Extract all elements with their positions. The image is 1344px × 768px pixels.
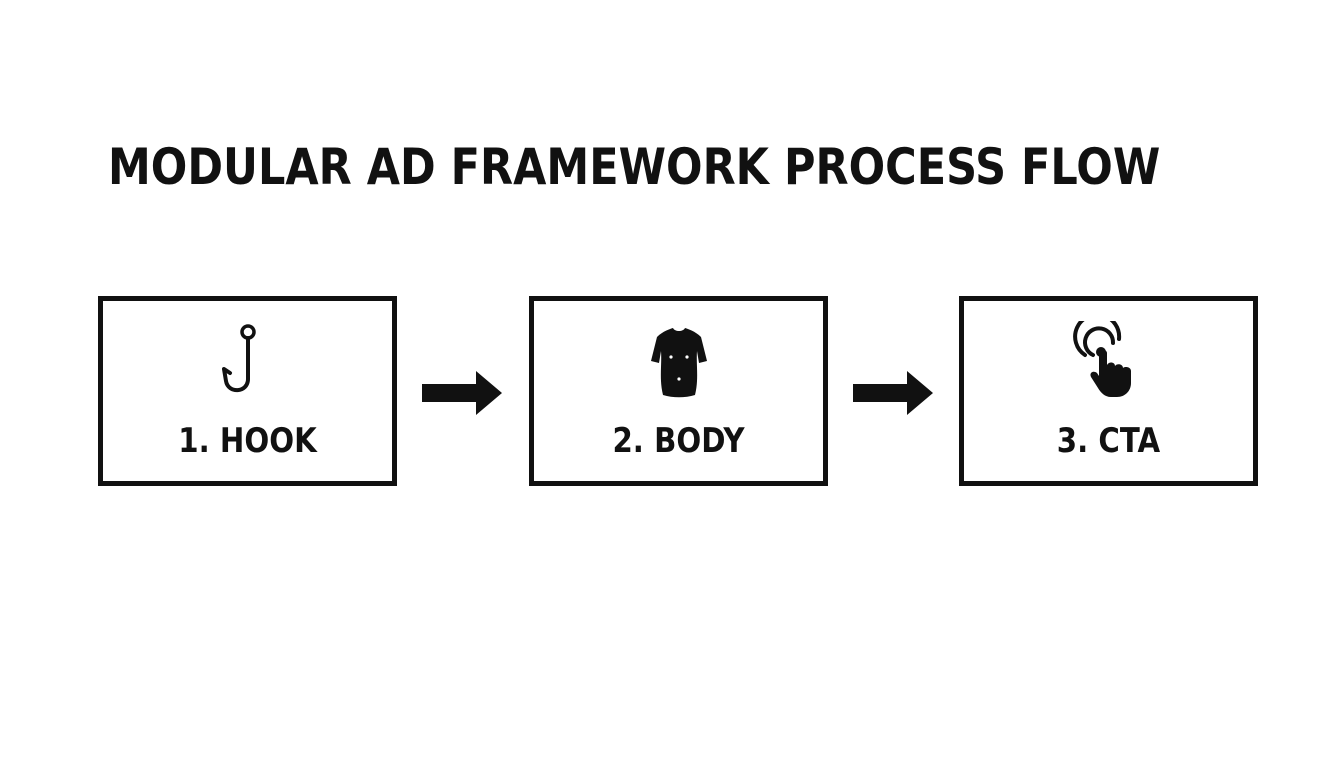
step-body-label: 2. BODY — [612, 421, 745, 461]
step-hook-box: 1. HOOK — [98, 296, 397, 486]
diagram-title: MODULAR AD FRAMEWORK PROCESS FLOW — [108, 138, 1161, 196]
tap-hand-icon — [1067, 321, 1151, 405]
fishing-hook-icon — [206, 321, 290, 405]
arrow-right-icon — [851, 370, 935, 416]
step-cta-label: 3. CTA — [1056, 421, 1161, 461]
arrow-right-icon — [420, 370, 504, 416]
torso-icon — [637, 321, 721, 405]
step-body-box: 2. BODY — [529, 296, 828, 486]
step-hook-label: 1. HOOK — [178, 421, 317, 461]
step-cta-box: 3. CTA — [959, 296, 1258, 486]
